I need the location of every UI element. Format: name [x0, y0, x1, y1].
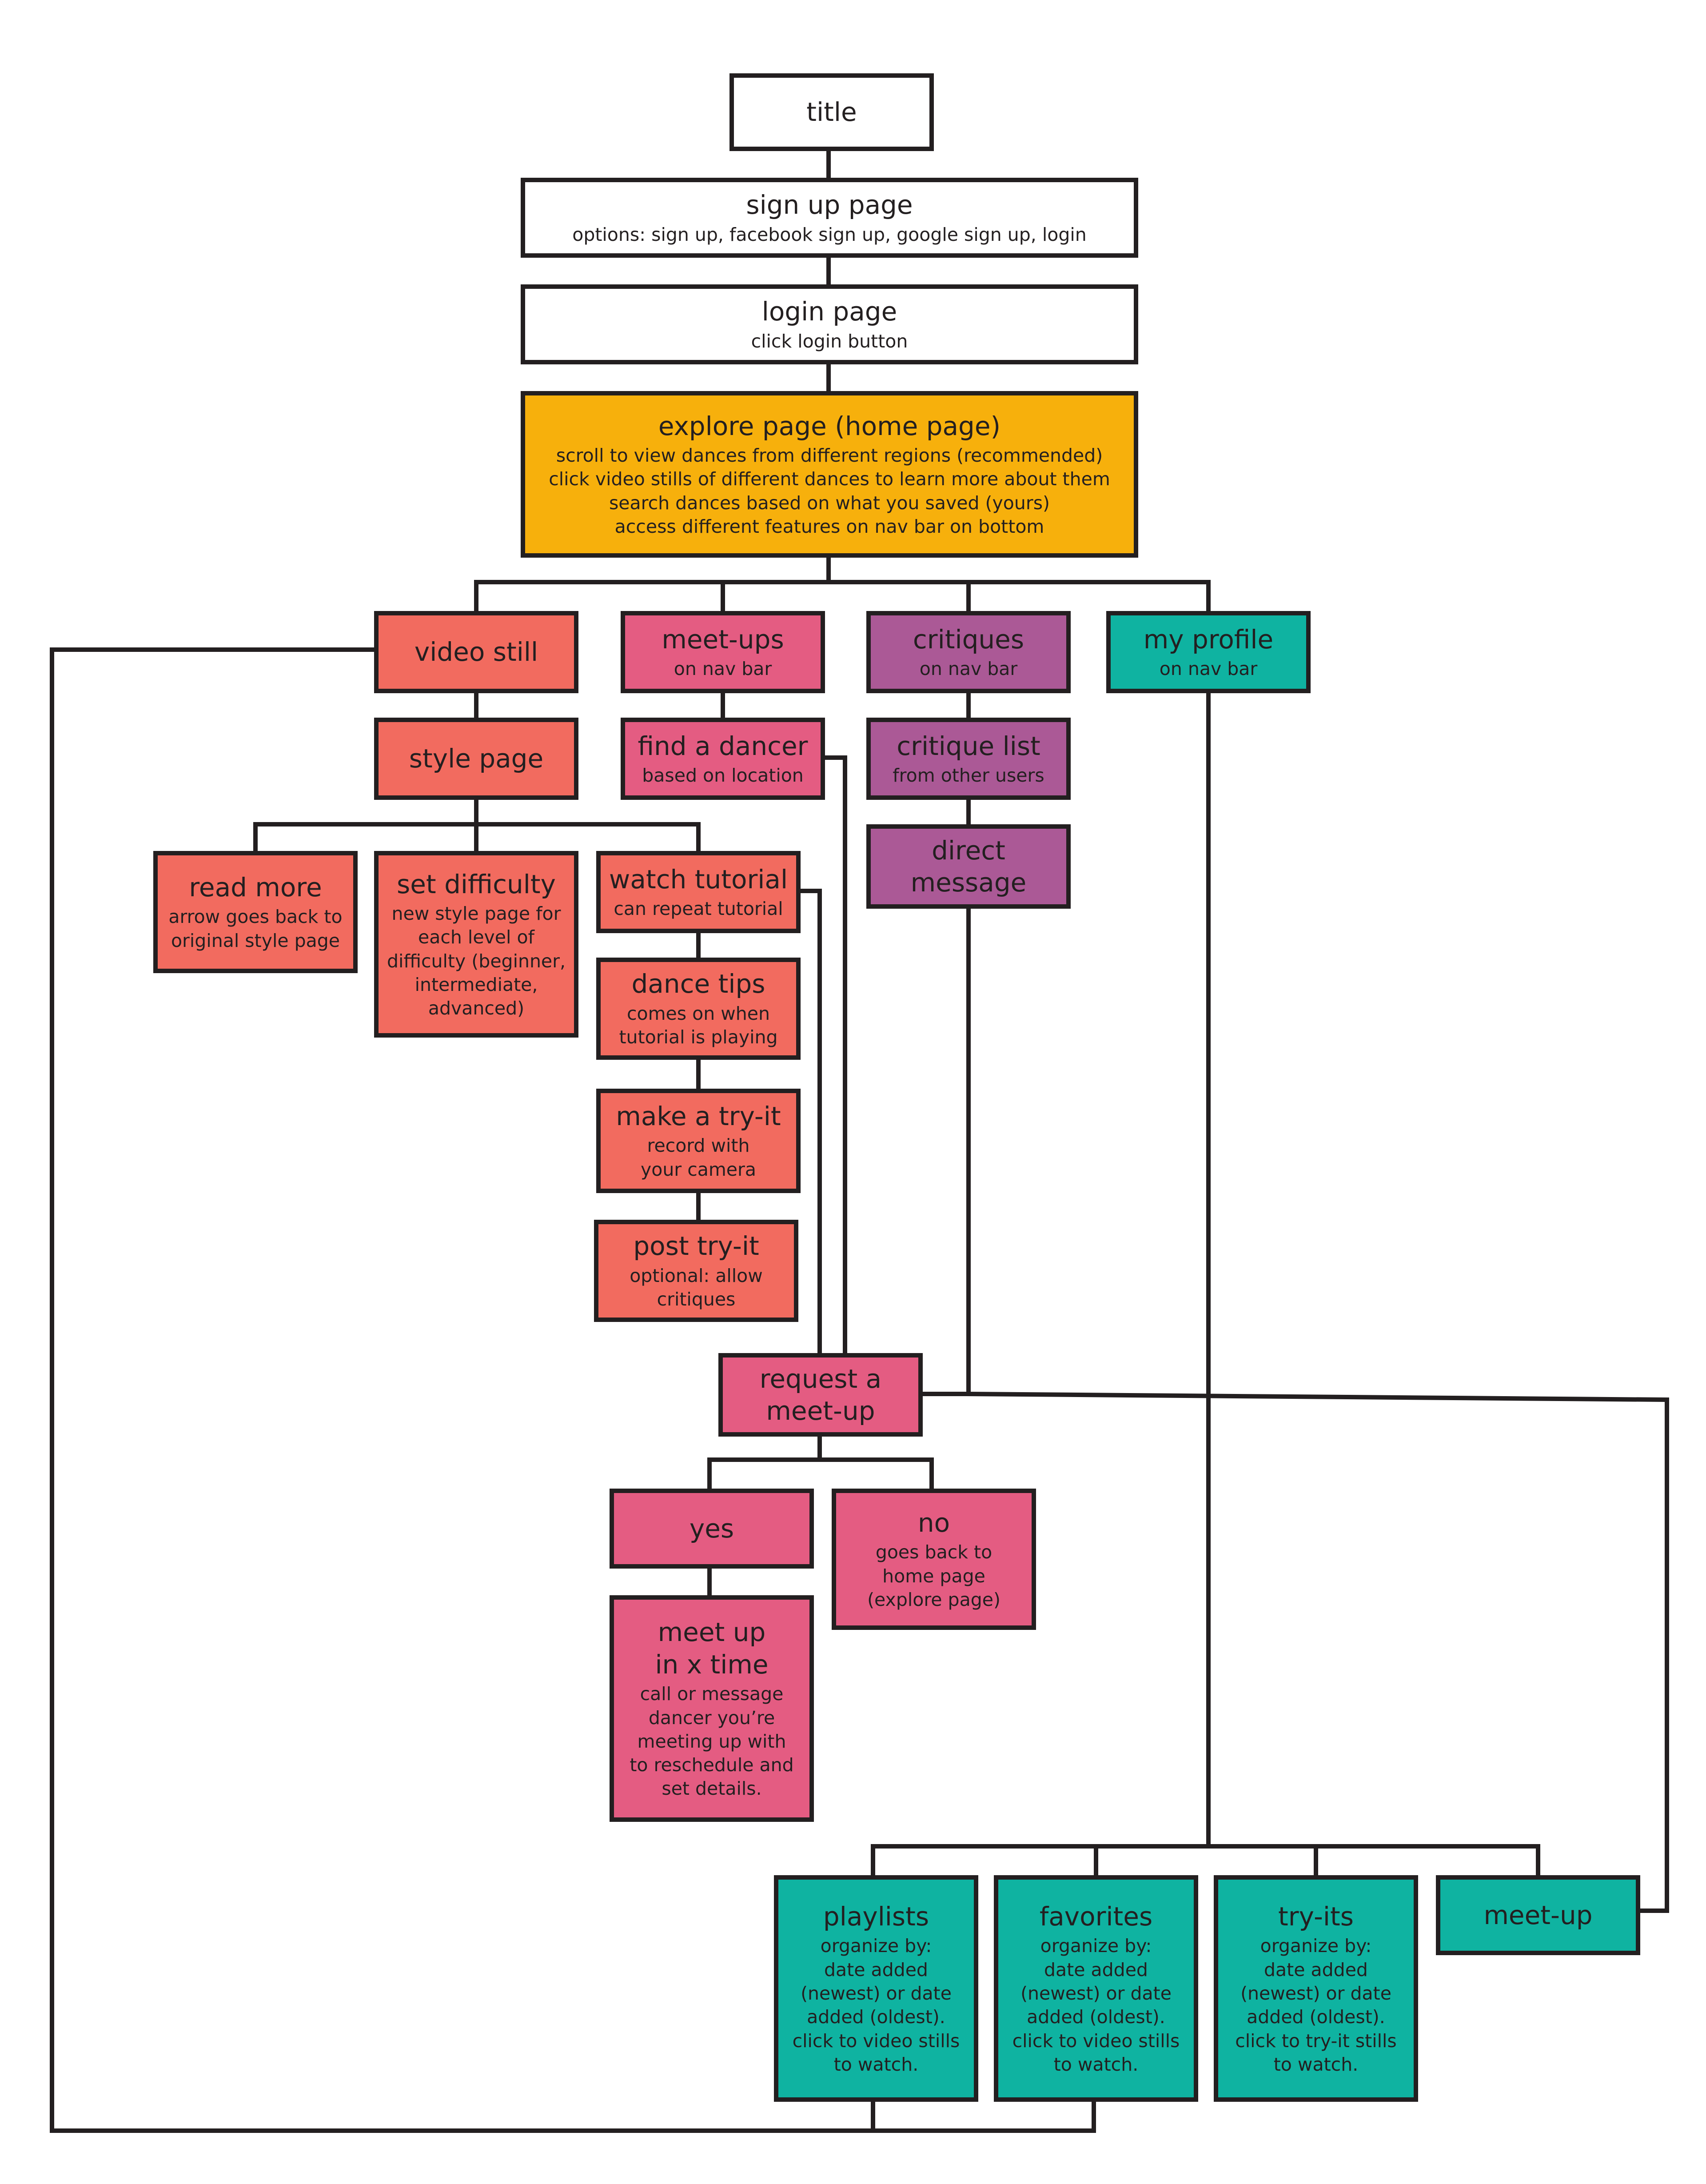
node-set-difficulty-label: set difficulty	[397, 869, 556, 899]
node-explore-page-desc: scroll to view dances from different reg…	[549, 445, 1110, 538]
node-meet-up-profile-label: meet-up	[1483, 1900, 1593, 1930]
node-no: no goes back to home page (explore page)	[832, 1489, 1036, 1630]
node-login-page-desc: click login button	[751, 330, 908, 352]
node-critiques: critiques on nav bar	[866, 611, 1071, 693]
node-yes: yes	[610, 1489, 814, 1569]
edge-find-request	[821, 755, 847, 1358]
node-login-page: login page click login button	[521, 284, 1138, 364]
node-critiques-desc: on nav bar	[919, 658, 1018, 680]
node-read-more-desc: arrow goes back to original style page	[168, 906, 343, 951]
node-no-desc: goes back to home page (explore page)	[867, 1541, 1000, 1610]
node-explore-page: explore page (home page) scroll to view …	[521, 391, 1138, 558]
node-critique-list-label: critique list	[897, 731, 1040, 761]
node-yes-label: yes	[689, 1513, 734, 1544]
node-critiques-label: critiques	[913, 624, 1024, 655]
node-meet-up-in-x-time-desc: call or message dancer you’re meeting up…	[630, 1683, 794, 1800]
node-meet-ups-desc: on nav bar	[674, 658, 772, 680]
node-make-a-try-it-desc: record with your camera	[640, 1135, 757, 1180]
node-login-page-label: login page	[761, 296, 897, 327]
edge-watch-request	[796, 889, 822, 1358]
node-find-a-dancer-desc: based on location	[642, 765, 804, 787]
node-video-still-label: video still	[414, 637, 538, 667]
edge-dm-meetup-profile	[966, 1391, 1669, 1913]
node-dance-tips-label: dance tips	[631, 969, 765, 999]
node-post-try-it-label: post try-it	[633, 1231, 759, 1262]
node-style-page-label: style page	[409, 743, 544, 774]
node-watch-tutorial-label: watch tutorial	[609, 864, 788, 894]
edge-dm-request	[918, 904, 971, 1396]
node-playlists-desc: organize by: date added (newest) or date…	[792, 1935, 960, 2075]
node-meet-ups: meet-ups on nav bar	[621, 611, 825, 693]
node-request-a-meet-up-label: request a meet-up	[759, 1363, 882, 1426]
node-watch-tutorial-desc: can repeat tutorial	[614, 898, 783, 920]
node-direct-message: direct message	[866, 824, 1071, 909]
node-playlists: playlists organize by: date added (newes…	[774, 1875, 978, 2102]
node-read-more-label: read more	[189, 872, 322, 902]
node-my-profile-desc: on nav bar	[1159, 658, 1258, 680]
node-dance-tips: dance tips comes on when tutorial is pla…	[596, 958, 801, 1060]
node-style-page: style page	[374, 718, 578, 800]
node-post-try-it: post try-it optional: allow critiques	[594, 1220, 798, 1322]
node-favorites-desc: organize by: date added (newest) or date…	[1012, 1935, 1180, 2075]
node-my-profile: my profile on nav bar	[1106, 611, 1311, 693]
node-set-difficulty-desc: new style page for each level of difficu…	[387, 903, 566, 1019]
node-watch-tutorial: watch tutorial can repeat tutorial	[596, 851, 801, 933]
node-video-still: video still	[374, 611, 578, 693]
node-signup-page-label: sign up page	[746, 190, 913, 220]
edge-loop-to-video	[50, 647, 1096, 2133]
node-direct-message-label: direct message	[910, 835, 1027, 898]
node-set-difficulty: set difficulty new style page for each l…	[374, 851, 578, 1038]
node-try-its-desc: organize by: date added (newest) or date…	[1235, 1935, 1397, 2075]
node-title: title	[729, 73, 934, 151]
node-no-label: no	[917, 1507, 950, 1538]
node-meet-up-profile: meet-up	[1436, 1875, 1640, 1955]
node-request-a-meet-up: request a meet-up	[718, 1353, 923, 1437]
node-find-a-dancer-label: find a dancer	[638, 731, 808, 761]
node-favorites: favorites organize by: date added (newes…	[994, 1875, 1198, 2102]
node-make-a-try-it: make a try-it record with your camera	[596, 1089, 801, 1193]
node-meet-up-in-x-time-label: meet up in x time	[655, 1617, 769, 1680]
node-my-profile-label: my profile	[1143, 624, 1274, 655]
node-find-a-dancer: find a dancer based on location	[621, 718, 825, 800]
node-playlists-label: playlists	[823, 1901, 929, 1932]
node-read-more: read more arrow goes back to original st…	[153, 851, 358, 973]
node-critique-list-desc: from other users	[893, 765, 1044, 787]
node-signup-page: sign up page options: sign up, facebook …	[521, 178, 1138, 258]
node-critique-list: critique list from other users	[866, 718, 1071, 800]
node-signup-page-desc: options: sign up, facebook sign up, goog…	[572, 224, 1087, 245]
node-try-its-label: try-its	[1278, 1901, 1354, 1932]
node-favorites-label: favorites	[1039, 1901, 1153, 1932]
node-meet-ups-label: meet-ups	[662, 624, 784, 655]
node-try-its: try-its organize by: date added (newest)…	[1214, 1875, 1418, 2102]
node-make-a-try-it-label: make a try-it	[616, 1101, 781, 1131]
node-post-try-it-desc: optional: allow critiques	[630, 1265, 763, 1310]
node-dance-tips-desc: comes on when tutorial is playing	[619, 1002, 778, 1048]
node-explore-page-label: explore page (home page)	[658, 411, 1001, 441]
node-title-label: title	[806, 97, 857, 128]
node-meet-up-in-x-time: meet up in x time call or message dancer…	[610, 1595, 814, 1822]
